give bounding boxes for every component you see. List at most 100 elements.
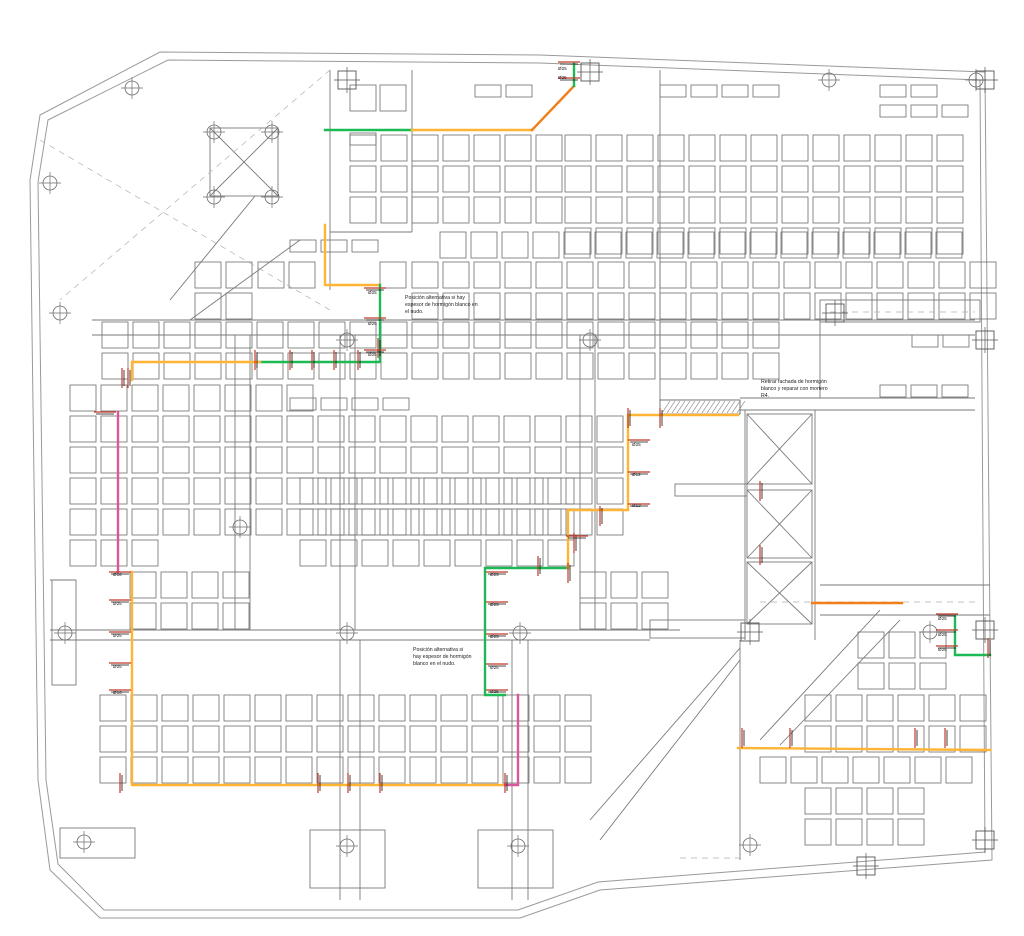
slab-bay-285 [547, 477, 575, 505]
slab-bay-117 [721, 261, 749, 289]
rebar-tick-v-19 [741, 728, 745, 748]
slab-bay-210 [317, 415, 345, 443]
slab-bay-215 [472, 415, 500, 443]
slab-bay-325 [316, 694, 344, 722]
note-alternative-position-1: Posición alternativa si hay espesor de h… [405, 295, 478, 315]
rebar-tick-v-24 [759, 545, 763, 565]
slab-bay-381 [897, 725, 925, 753]
slab-bay-187 [721, 352, 749, 380]
slab-bay-109 [473, 261, 501, 289]
tag-far-right-2: Ø25 [938, 632, 947, 637]
slab-bay-32 [749, 231, 777, 259]
slab-bay-388 [883, 756, 911, 784]
slab-bay-291 [454, 508, 482, 536]
slab-bay-211 [348, 415, 376, 443]
slab-bay-199 [224, 384, 252, 412]
slab-bay-395 [804, 818, 832, 846]
slab-bay-371 [919, 662, 947, 690]
rebar-ticks [94, 61, 991, 793]
slab-bay-114 [628, 261, 656, 289]
slab-bay-141 [876, 292, 904, 320]
slab-bay-123 [907, 261, 935, 289]
svg-text:espesor de hormigón blanco en: espesor de hormigón blanco en [405, 302, 478, 308]
slab-bay-369 [857, 662, 885, 690]
slab-bay-346 [471, 725, 499, 753]
slab-bay-227 [286, 446, 314, 474]
slab-bay-194 [69, 384, 97, 412]
slab-bay-223 [162, 446, 190, 474]
rebar-tick-v-0 [254, 350, 258, 370]
rebar-tick-v-17 [627, 408, 631, 428]
slab-bay-309 [160, 602, 188, 630]
structural-walls [50, 70, 990, 900]
slab-bay-262 [255, 508, 283, 536]
slab-bay-393 [866, 787, 894, 815]
slab-bay-50 [905, 134, 933, 162]
slab-bay-78 [564, 227, 592, 255]
slab-bay-108 [442, 261, 470, 289]
slab-bay-1 [380, 134, 408, 162]
rebar-tick-h-16 [628, 439, 650, 443]
slab-bay-12 [504, 165, 532, 193]
slab-bay-144 [969, 292, 997, 320]
slab-bay-206 [193, 415, 221, 443]
slab-bay-218 [565, 415, 593, 443]
column-marker-13 [203, 121, 225, 143]
slab-bay-75 [874, 196, 902, 224]
slab-bay-95 [879, 84, 907, 98]
slab-bay-174 [442, 352, 470, 380]
slab-bay-48 [843, 134, 871, 162]
slab-bay-7 [349, 165, 377, 193]
hatch-line-0 [661, 400, 671, 414]
slab-bay-338 [223, 725, 251, 753]
tag-left-4: Ø25 [113, 664, 122, 669]
slab-bay-370 [888, 662, 916, 690]
note2-line3: blanco en el nudo. [413, 661, 455, 667]
slab-bay-316 [610, 602, 638, 630]
slab-bay-68 [657, 196, 685, 224]
column-marker-0 [121, 77, 143, 99]
slab-bay-403 [289, 239, 317, 253]
column-marker-2 [49, 302, 71, 324]
orange-route-top [530, 84, 576, 132]
slab-bay-209 [286, 415, 314, 443]
slab-bay-301 [485, 539, 513, 567]
slab-bay-46 [781, 134, 809, 162]
slab-bay-298 [392, 539, 420, 567]
slab-bay-302 [516, 539, 544, 567]
slab-bay-21 [349, 132, 377, 146]
slab-bay-101 [288, 261, 316, 289]
slab-bay-67 [626, 196, 654, 224]
slab-bay-129 [504, 292, 532, 320]
slab-bay-377 [959, 694, 987, 722]
slab-bay-349 [564, 725, 592, 753]
slab-bay-229 [348, 446, 376, 474]
slab-bay-81 [657, 227, 685, 255]
slab-bay-186 [690, 352, 718, 380]
slab-bay-88 [874, 227, 902, 255]
slab-bay-337 [192, 725, 220, 753]
slab-bay-29 [656, 231, 684, 259]
slab-bay-332 [533, 694, 561, 722]
slab-bay-131 [566, 292, 594, 320]
tag-left-1: Ø16 [113, 572, 122, 577]
slab-bay-379 [835, 725, 863, 753]
slab-bay-328 [409, 694, 437, 722]
slab-bay-202 [69, 415, 97, 443]
pile-cap-7 [853, 853, 879, 879]
slab-bay-240 [131, 477, 159, 505]
slab-bay-257 [100, 508, 128, 536]
slab-bay-135 [690, 292, 718, 320]
rebar-tick-v-16 [599, 506, 603, 526]
slab-bay-191 [879, 384, 907, 398]
slab-bay-74 [843, 196, 871, 224]
slab-bay-363 [502, 756, 530, 784]
slab-bay-372 [804, 694, 832, 722]
slab-bay-133 [628, 292, 656, 320]
rebar-tick-v-11 [379, 773, 383, 793]
slab-bay-216 [503, 415, 531, 443]
slab-bay-367 [888, 631, 916, 659]
rebar-tick-v-12 [504, 773, 508, 793]
slab-bay-343 [378, 725, 406, 753]
rebar-tick-v-9 [317, 773, 321, 793]
